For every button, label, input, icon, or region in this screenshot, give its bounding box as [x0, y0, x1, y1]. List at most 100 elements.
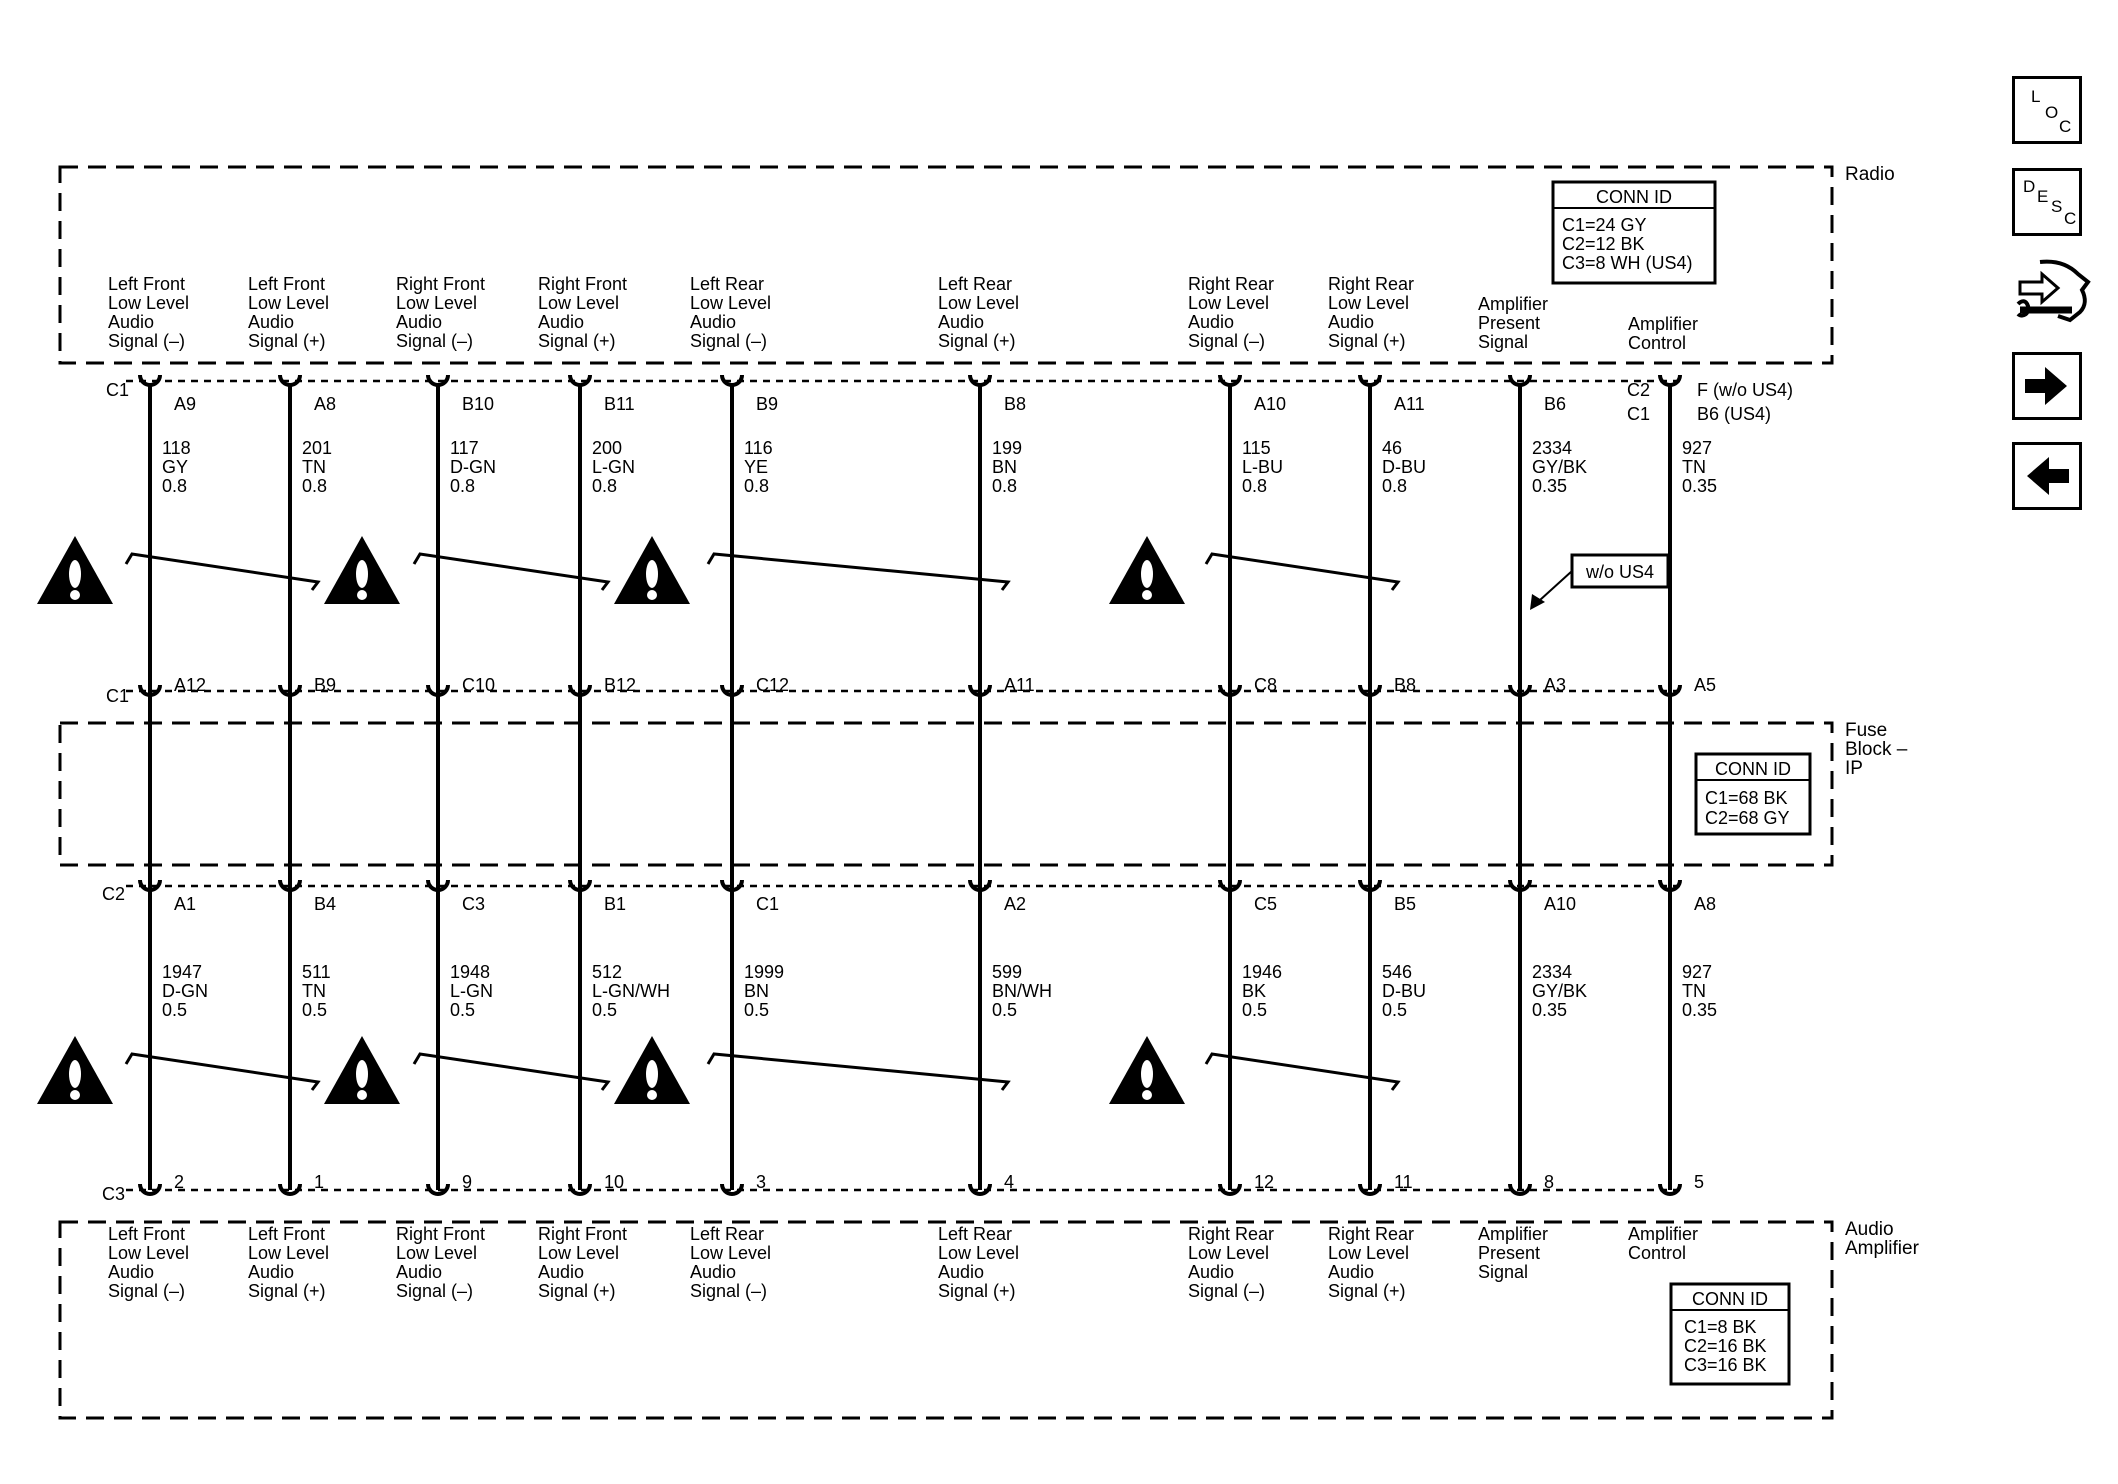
- fuse-connector-c1: C1: [106, 686, 129, 706]
- radio-conn-id-line: C3=8 WH (US4): [1562, 253, 1693, 273]
- fuse-block-box: [58, 721, 1834, 867]
- wire-color: TN: [1682, 457, 1706, 477]
- fuse-c2-pin-label: A8: [1694, 894, 1716, 914]
- circuit-number: 117: [450, 438, 479, 458]
- twisted-pair-indicator: [412, 1052, 611, 1091]
- radio-signal-label: Signal (–): [108, 331, 185, 351]
- fuse-c1-pin-label: A3: [1544, 675, 1566, 695]
- previous-button[interactable]: [2012, 442, 2082, 510]
- fuse-block-label-1: Fuse: [1845, 720, 1887, 741]
- amp-signal-label: Control: [1628, 1243, 1686, 1263]
- circuit-number: 46: [1382, 438, 1402, 458]
- option-callout-label: w/o US4: [1585, 562, 1654, 582]
- fuse-c1-terminal: [1508, 684, 1532, 697]
- amp-signal-label: Signal (+): [1328, 1281, 1406, 1301]
- amplifier-module-box: [58, 1220, 1834, 1420]
- twisted-pair-indicator: [1204, 1052, 1401, 1091]
- radio-signal-label: Signal (–): [396, 331, 473, 351]
- amp-signal-label: Audio: [938, 1262, 984, 1282]
- arrow-left-icon: [2027, 457, 2069, 495]
- circuit-number: 1946: [1242, 962, 1282, 982]
- twisted-pair-indicator: [412, 552, 611, 591]
- radio-connector-c2: C2: [1627, 380, 1650, 400]
- radio-signal-label: Left Front: [248, 274, 325, 294]
- loc-button[interactable]: L O C: [2012, 76, 2082, 144]
- wire-color: GY/BK: [1532, 981, 1587, 1001]
- option-callout: w/o US4: [1530, 553, 1670, 610]
- loc-letter: O: [2045, 103, 2059, 122]
- radio-signal-label: Audio: [938, 312, 984, 332]
- wire-gauge: 0.8: [450, 476, 475, 496]
- amp-connector-c3: C3: [102, 1184, 125, 1204]
- wire-color: GY/BK: [1532, 457, 1587, 477]
- circuit-number: 116: [744, 438, 773, 458]
- fuse-c1-terminal: [1218, 684, 1242, 697]
- amplifier-label-1: Audio: [1845, 1219, 1894, 1240]
- amp-signal-label: Audio: [396, 1262, 442, 1282]
- fuse-c2-terminal: [720, 879, 744, 892]
- radio-pin-label: B6: [1544, 394, 1566, 414]
- wire-color: TN: [302, 981, 326, 1001]
- next-button[interactable]: [2012, 352, 2082, 420]
- amp-signal-label: Signal (–): [108, 1281, 185, 1301]
- wire-gauge: 0.5: [302, 1000, 327, 1020]
- wire-gauge: 0.35: [1532, 1000, 1567, 1020]
- desc-letter: S: [2051, 197, 2063, 216]
- wire-gauge: 0.8: [1242, 476, 1267, 496]
- caution-icon: [1109, 536, 1185, 604]
- radio-signal-label: Signal (+): [538, 331, 616, 351]
- radio-signal-label: Signal (–): [690, 331, 767, 351]
- wire-gauge: 0.5: [1242, 1000, 1267, 1020]
- circuit-number: 1947: [162, 962, 202, 982]
- desc-letter: D: [2023, 177, 2036, 196]
- amp-signal-label: Low Level: [108, 1243, 189, 1263]
- radio-signal-label: Control: [1628, 333, 1686, 353]
- wire-color: D-GN: [450, 457, 496, 477]
- caution-icon: [324, 536, 400, 604]
- amp-signal-label: Right Front: [396, 1224, 485, 1244]
- radio-signal-label: Audio: [248, 312, 294, 332]
- amp-signal-label: Amplifier: [1478, 1224, 1548, 1244]
- amp-signal-label: Low Level: [690, 1243, 771, 1263]
- radio-signal-label: Left Rear: [938, 274, 1012, 294]
- amp-signal-label: Signal (+): [248, 1281, 326, 1301]
- loc-letter: C: [2059, 117, 2072, 136]
- desc-button[interactable]: D E S C: [2012, 168, 2082, 236]
- fuse-c2-pin-label: B4: [314, 894, 336, 914]
- fuse-connector-c2: C2: [102, 884, 125, 904]
- fuse-c2-pin-label: A1: [174, 894, 196, 914]
- wire-gauge: 0.35: [1682, 476, 1717, 496]
- circuit-number: 2334: [1532, 962, 1572, 982]
- radio-signal-label: Left Front: [108, 274, 185, 294]
- wire-gauge: 0.8: [592, 476, 617, 496]
- amp-signal-label: Right Front: [538, 1224, 627, 1244]
- amp-pin-label: 3: [756, 1172, 766, 1192]
- fuse-c2-terminal: [1508, 879, 1532, 892]
- radio-signal-label: Amplifier: [1478, 294, 1548, 314]
- amp-signal-label: Signal (–): [690, 1281, 767, 1301]
- wire-gauge: 0.35: [1532, 476, 1567, 496]
- radio-terminal: [278, 374, 302, 387]
- wire-color: L-GN: [592, 457, 635, 477]
- fuse-c1-terminal: [968, 684, 992, 697]
- schematic-button[interactable]: [2012, 254, 2092, 328]
- amp-pin-label: 12: [1254, 1172, 1274, 1192]
- radio-module-label: Radio: [1845, 164, 1895, 185]
- fuse-c1-pin-label: B8: [1394, 675, 1416, 695]
- amp-terminal: [568, 1183, 592, 1196]
- wire-gauge: 0.8: [744, 476, 769, 496]
- fuse-conn-id-title: CONN ID: [1715, 759, 1791, 779]
- radio-conn-id-line: C2=12 BK: [1562, 234, 1645, 254]
- amp-terminal: [278, 1183, 302, 1196]
- desc-letter: C: [2064, 209, 2077, 228]
- radio-signal-label: Low Level: [248, 293, 329, 313]
- wire-color: D-BU: [1382, 457, 1426, 477]
- amp-signal-label: Left Rear: [938, 1224, 1012, 1244]
- radio-terminal: [426, 374, 450, 387]
- amp-terminal: [138, 1183, 162, 1196]
- fuse-c1-terminal: [1358, 684, 1382, 697]
- amp-pin-label: 8: [1544, 1172, 1554, 1192]
- circuit-number: 599: [992, 962, 1022, 982]
- radio-pin-label: B9: [756, 394, 778, 414]
